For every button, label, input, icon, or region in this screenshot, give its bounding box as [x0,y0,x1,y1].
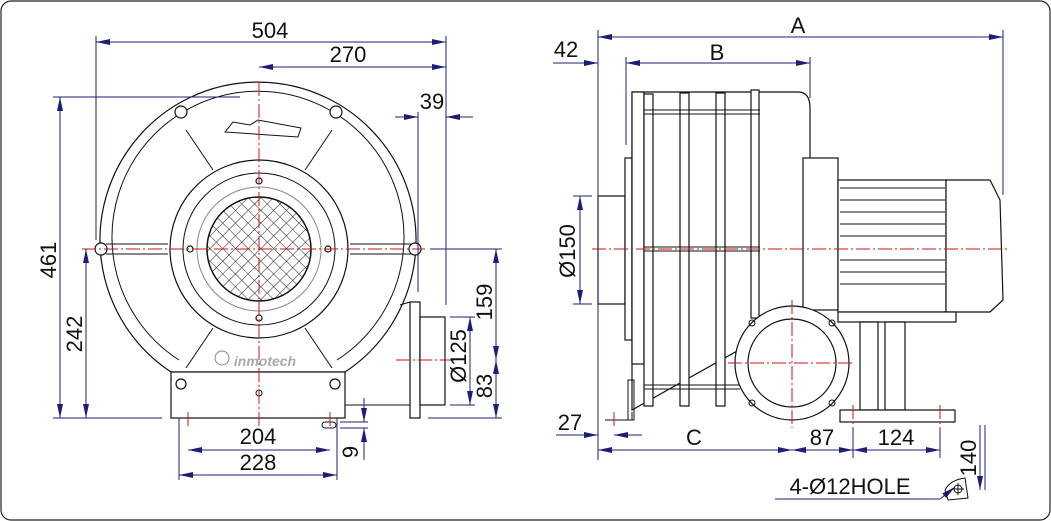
foot-hole-detail [944,477,969,501]
housing-emblem [224,119,302,138]
dim-label-461: 461 [36,242,61,279]
dim-label-c: C [686,425,702,450]
front-view: inmotech 504 [36,18,502,480]
motor-stand-feet [839,409,956,423]
dim-label-159: 159 [472,284,497,321]
dim-label-83: 83 [472,374,497,398]
dim-label-204: 204 [240,424,277,449]
hole-note: 4-Ø12HOLE [789,474,910,499]
base-slot [321,421,337,429]
dim-label-d150: Ø150 [555,224,580,278]
base-plate [170,371,346,429]
motor-fan-cover [945,179,1004,313]
logo: inmotech [214,350,296,369]
dim-label-a: A [791,13,806,38]
dim-label-b: B [710,40,725,65]
front-dimensions: 504 270 39 461 242 159 83 Ø125 204 228 9 [36,18,502,480]
dim-label-270: 270 [330,42,367,67]
side-centerlines [592,248,1010,428]
dim-label-242: 242 [62,316,87,353]
dim-label-42: 42 [554,37,578,62]
dim-label-228: 228 [240,450,277,475]
dim-label-87: 87 [810,425,834,450]
dim-label-9: 9 [338,446,363,458]
side-dimensions: A 42 B Ø150 27 C 87 124 140 4-Ø12HOLE [553,13,1004,501]
dim-label-d125: Ø125 [446,329,471,383]
dim-label-39: 39 [420,89,444,114]
dim-label-124: 124 [878,425,915,450]
dim-label-27: 27 [558,410,582,435]
front-centerlines [82,82,455,430]
side-view: A 42 B Ø150 27 C 87 124 140 4-Ø12HOLE [553,13,1010,501]
logo-text: inmotech [234,353,296,369]
dim-label-504: 504 [252,18,289,43]
inlet-stub [597,195,626,305]
dim-label-140: 140 [956,440,981,477]
motor [802,157,1004,423]
